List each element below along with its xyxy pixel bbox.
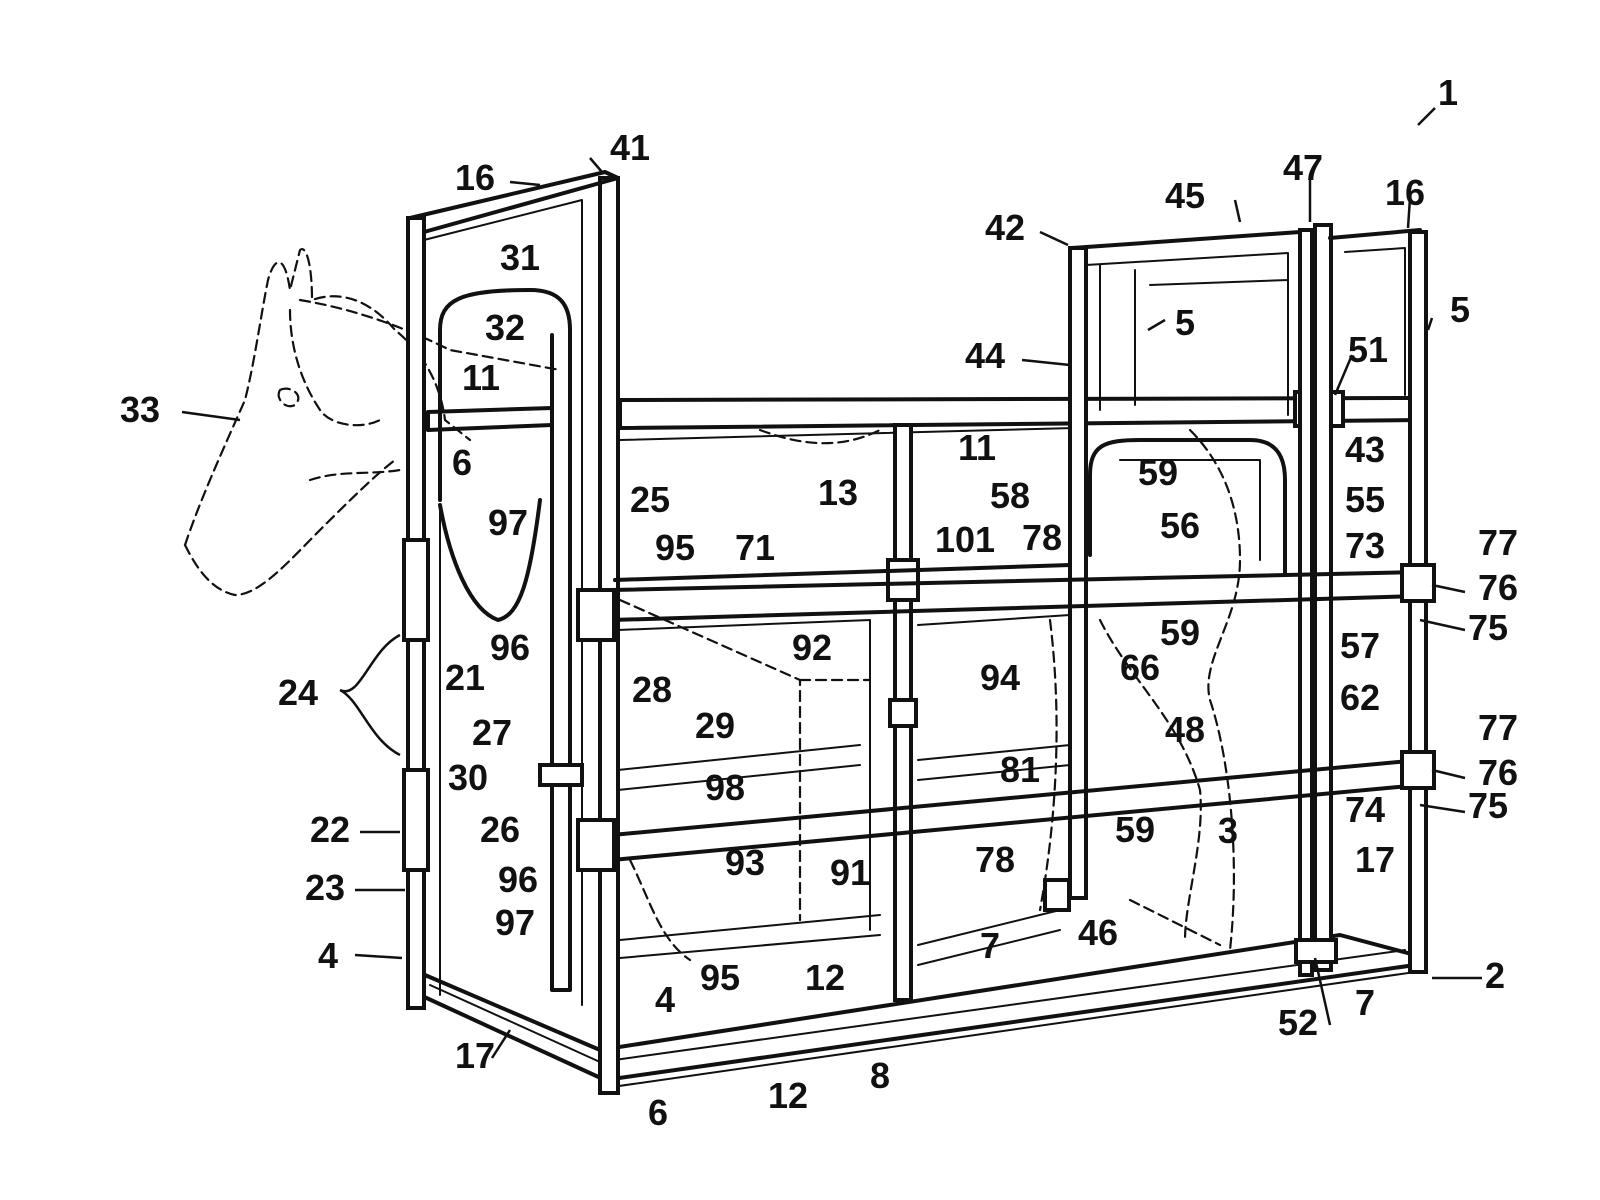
ref-16a: 16	[455, 157, 495, 198]
ref-2: 2	[1485, 955, 1505, 996]
ref-59a: 59	[1138, 452, 1178, 493]
ref-17b: 17	[1355, 839, 1395, 880]
ref-95b: 95	[700, 957, 740, 998]
ref-77a: 77	[1478, 522, 1518, 563]
ref-94: 94	[980, 657, 1020, 698]
ref-12b: 12	[768, 1075, 808, 1116]
ref-12a: 12	[805, 957, 845, 998]
ref-4a: 4	[318, 935, 338, 976]
ref-97a: 97	[488, 502, 528, 543]
ref-17a: 17	[455, 1035, 495, 1076]
ref-71: 71	[735, 527, 775, 568]
ref-45: 45	[1165, 175, 1205, 216]
ref-77b: 77	[1478, 707, 1518, 748]
ref-51: 51	[1348, 329, 1388, 370]
ref-93: 93	[725, 842, 765, 883]
ref-5a: 5	[1175, 302, 1195, 343]
ref-47: 47	[1283, 147, 1323, 188]
ref-55: 55	[1345, 479, 1385, 520]
ref-22: 22	[310, 809, 350, 850]
ref-30: 30	[448, 757, 488, 798]
ref-76b: 76	[1478, 752, 1518, 793]
ref-5b: 5	[1450, 289, 1470, 330]
ref-96b: 96	[498, 859, 538, 900]
ref-8: 8	[870, 1055, 890, 1096]
ref-11a: 11	[462, 357, 500, 398]
ref-66: 66	[1120, 647, 1160, 688]
ref-98: 98	[705, 767, 745, 808]
ref-23: 23	[305, 867, 345, 908]
center-post	[888, 425, 918, 1000]
ref-6a: 6	[452, 442, 472, 483]
ref-46: 46	[1078, 912, 1118, 953]
ref-78a: 78	[1022, 517, 1062, 558]
ref-1: 1	[1438, 72, 1458, 113]
ref-92: 92	[792, 627, 832, 668]
ref-74: 74	[1345, 789, 1385, 830]
ref-7a: 7	[980, 925, 1000, 966]
ref-43: 43	[1345, 429, 1385, 470]
ref-27: 27	[472, 712, 512, 753]
ref-75a: 75	[1468, 607, 1508, 648]
ref-25: 25	[630, 479, 670, 520]
ref-41: 41	[610, 127, 650, 168]
ref-78b: 78	[975, 839, 1015, 880]
ref-31: 31	[500, 237, 540, 278]
ref-97b: 97	[495, 902, 535, 943]
ref-91: 91	[830, 852, 870, 893]
ref-4b: 4	[655, 979, 675, 1020]
ref-32: 32	[485, 307, 525, 348]
ref-57: 57	[1340, 625, 1380, 666]
ref-101: 101	[935, 519, 995, 560]
ref-11b: 11	[958, 427, 996, 468]
ref-59b: 59	[1160, 612, 1200, 653]
ref-28: 28	[632, 669, 672, 710]
ref-56: 56	[1160, 505, 1200, 546]
ref-73: 73	[1345, 525, 1385, 566]
horse-head-outline	[185, 249, 560, 595]
ref-95a: 95	[655, 527, 695, 568]
ref-29: 29	[695, 705, 735, 746]
leader-lines	[182, 108, 1482, 1058]
horse-body-phantom	[620, 430, 1240, 960]
ref-48: 48	[1165, 709, 1205, 750]
ref-96a: 96	[490, 627, 530, 668]
ref-44: 44	[965, 335, 1005, 376]
ref-76a: 76	[1478, 567, 1518, 608]
ref-62: 62	[1340, 677, 1380, 718]
ref-58: 58	[990, 475, 1030, 516]
ref-33: 33	[120, 389, 160, 430]
ref-16b: 16	[1385, 172, 1425, 213]
ref-52: 52	[1278, 1002, 1318, 1043]
ref-13: 13	[818, 472, 858, 513]
ref-7b: 7	[1355, 982, 1375, 1023]
ref-3: 3	[1218, 810, 1238, 851]
ref-24: 24	[278, 672, 318, 713]
ref-21: 21	[445, 657, 485, 698]
ref-81: 81	[1000, 749, 1040, 790]
ref-42: 42	[985, 207, 1025, 248]
ref-26: 26	[480, 809, 520, 850]
ref-59c: 59	[1115, 809, 1155, 850]
ref-6b: 6	[648, 1092, 668, 1133]
